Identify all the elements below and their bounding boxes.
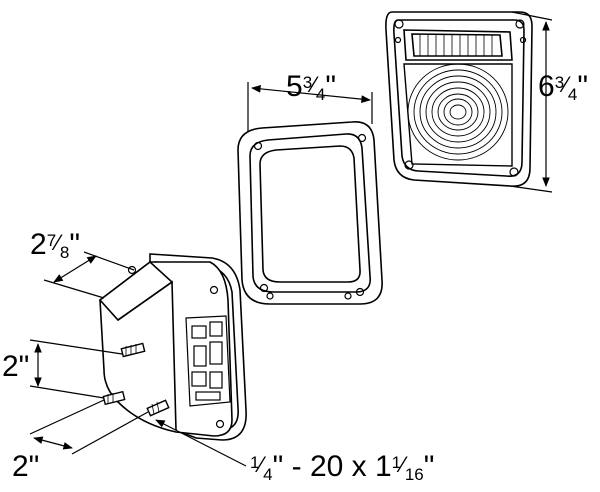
stud-upper bbox=[120, 342, 146, 358]
lens-assembly bbox=[385, 11, 533, 187]
stud-vertical-dimension bbox=[29, 339, 123, 399]
stud-horizontal-dimension bbox=[29, 399, 149, 455]
stud-lower-left bbox=[102, 390, 126, 406]
gasket-width-dimension bbox=[247, 82, 373, 132]
mounting-gasket bbox=[237, 121, 383, 305]
stud-size-leader bbox=[155, 419, 247, 467]
reflector-strip bbox=[403, 29, 513, 61]
housing-screw-holes bbox=[127, 265, 225, 429]
lens-screw-holes bbox=[394, 19, 527, 177]
lamp-housing bbox=[98, 253, 247, 441]
mounting-studs bbox=[102, 342, 170, 417]
terminal-block bbox=[185, 315, 231, 407]
housing-depth-dimension bbox=[43, 251, 135, 299]
gasket-screw-holes bbox=[253, 133, 367, 300]
stud-lower-right bbox=[146, 399, 170, 417]
lens-height-dimension bbox=[509, 11, 553, 193]
fresnel-lens bbox=[403, 63, 513, 167]
